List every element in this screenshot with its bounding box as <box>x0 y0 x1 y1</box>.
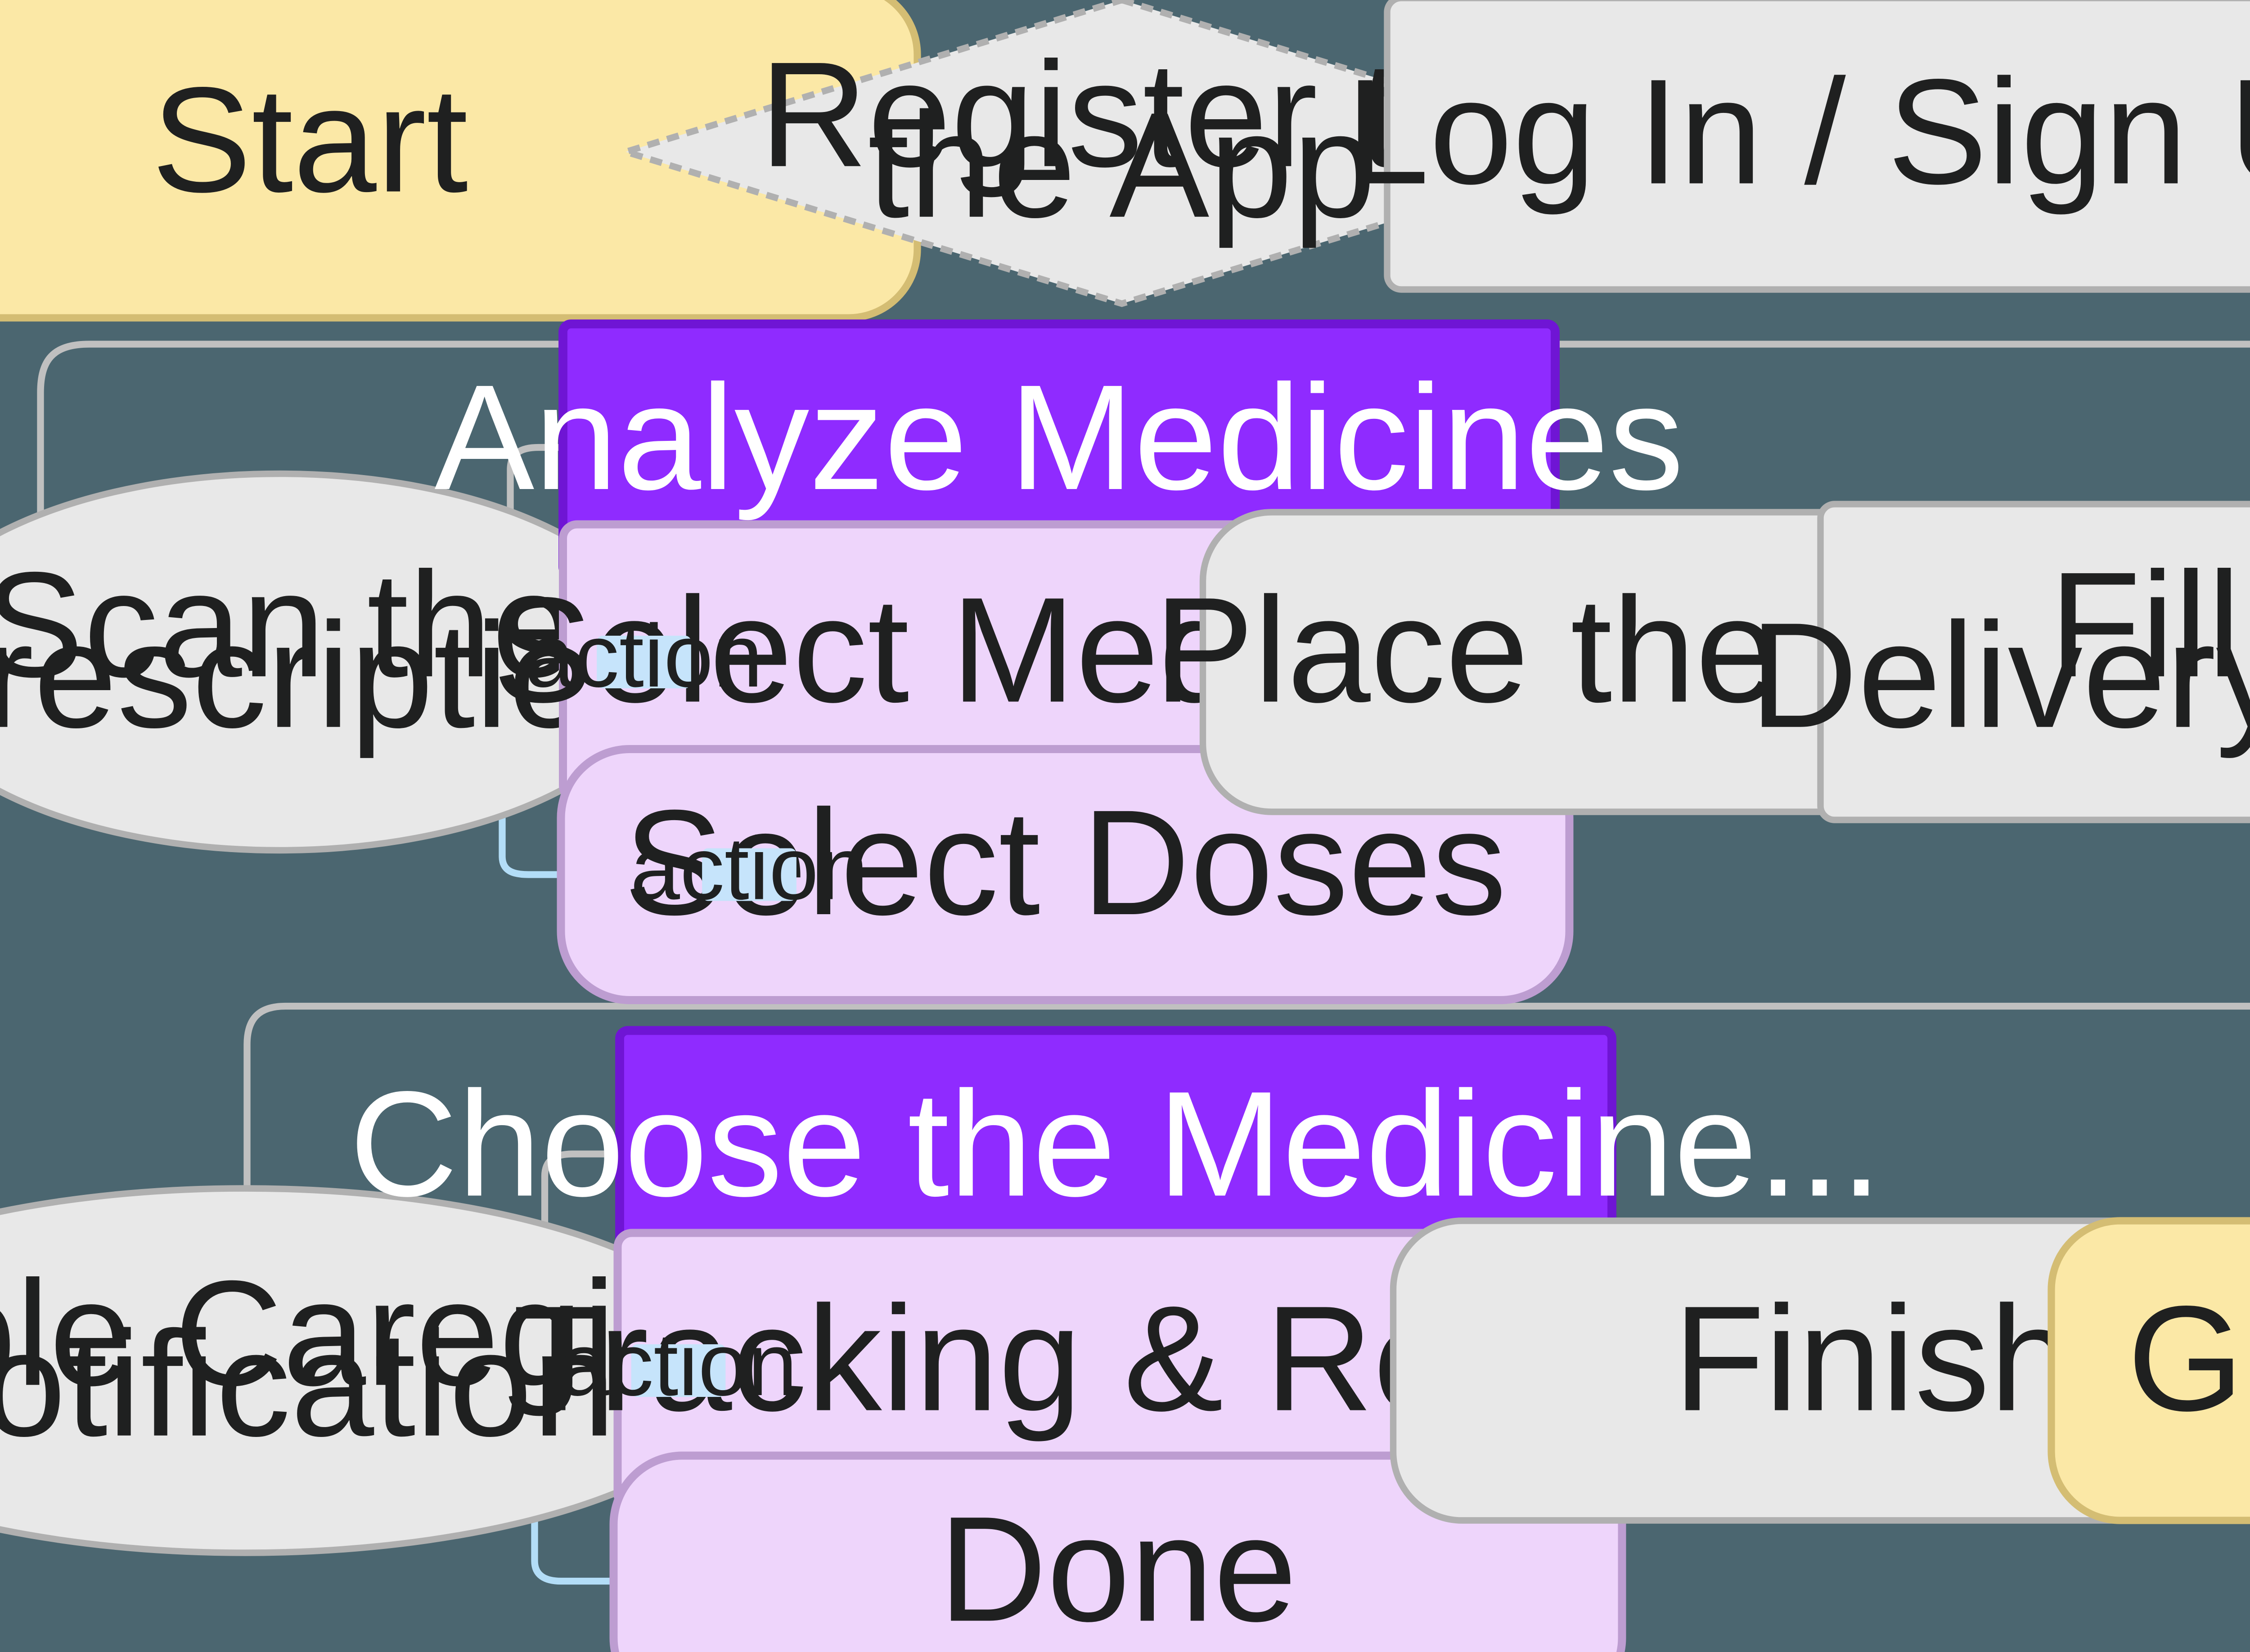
edge-label-chip <box>631 1344 726 1397</box>
edge-label-text: action <box>630 819 868 918</box>
node-delivery[interactable]: Fill theDelivery Details <box>1750 501 2250 823</box>
node-shape <box>2048 1217 2250 1524</box>
node-login[interactable]: Log In / Sign Up <box>1346 0 2250 293</box>
edge-label-chip <box>597 636 691 688</box>
edge-label-text: action <box>525 606 763 705</box>
edge-label-action1: action <box>525 606 763 705</box>
edge-label-chip <box>702 848 796 901</box>
node-shape <box>1390 1217 2250 1524</box>
edge-label-action3: action <box>559 1315 797 1414</box>
node-shape <box>1384 0 2250 293</box>
edge-label-layer: Go toactionactionaction <box>525 606 868 1414</box>
edge-label-text: action <box>559 1315 797 1414</box>
node-shape <box>1817 501 2250 823</box>
edge-payment-to-caregiver <box>216 1002 2250 1270</box>
node-home[interactable]: Go to Home <box>2048 1217 2250 1524</box>
edge-label-action2: action <box>630 819 868 918</box>
node-shape <box>609 1451 1626 1652</box>
